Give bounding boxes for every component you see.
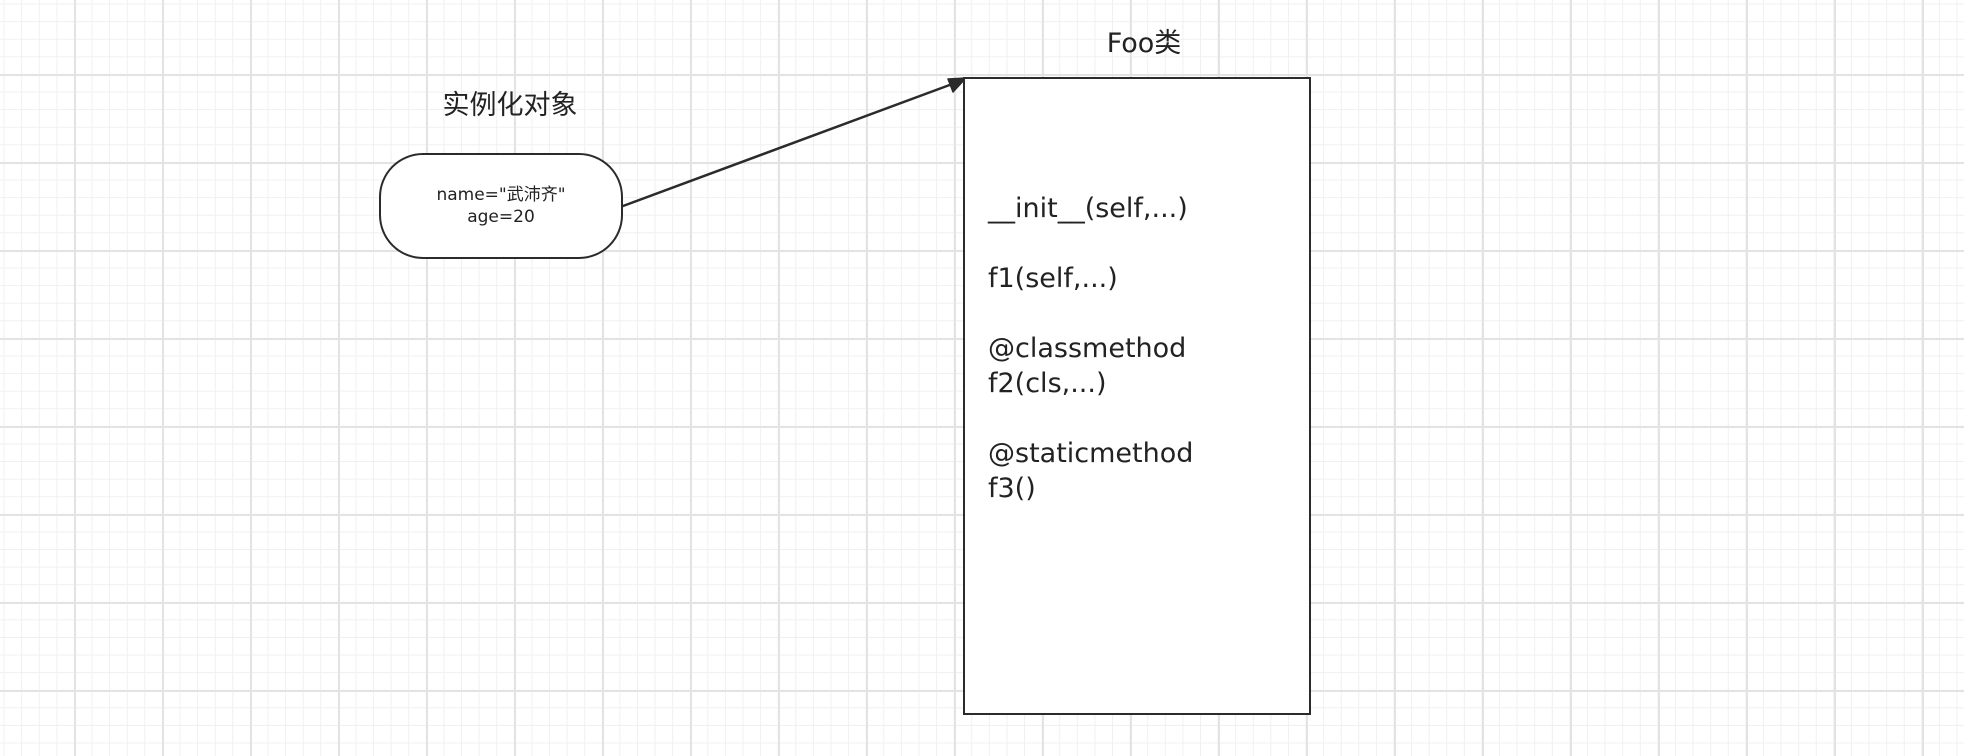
object-title: 实例化对象	[442, 90, 578, 121]
classmethod-decorator: @classmethod	[988, 333, 1187, 364]
staticmethod-decorator: @staticmethod	[988, 438, 1194, 469]
method-init: __init__(self,...)	[988, 193, 1188, 224]
class-box[interactable]	[963, 77, 1311, 715]
method-f3: f3()	[988, 473, 1036, 504]
method-f1: f1(self,...)	[988, 263, 1118, 294]
object-name-attr: name="武沛齐"	[436, 185, 566, 205]
class-title: Foo类	[1106, 28, 1182, 59]
method-f2: f2(cls,...)	[988, 368, 1107, 399]
object-age-attr: age=20	[467, 207, 535, 227]
arrow-line	[621, 81, 957, 208]
object-node[interactable]: name="武沛齐" age=20	[379, 153, 623, 259]
